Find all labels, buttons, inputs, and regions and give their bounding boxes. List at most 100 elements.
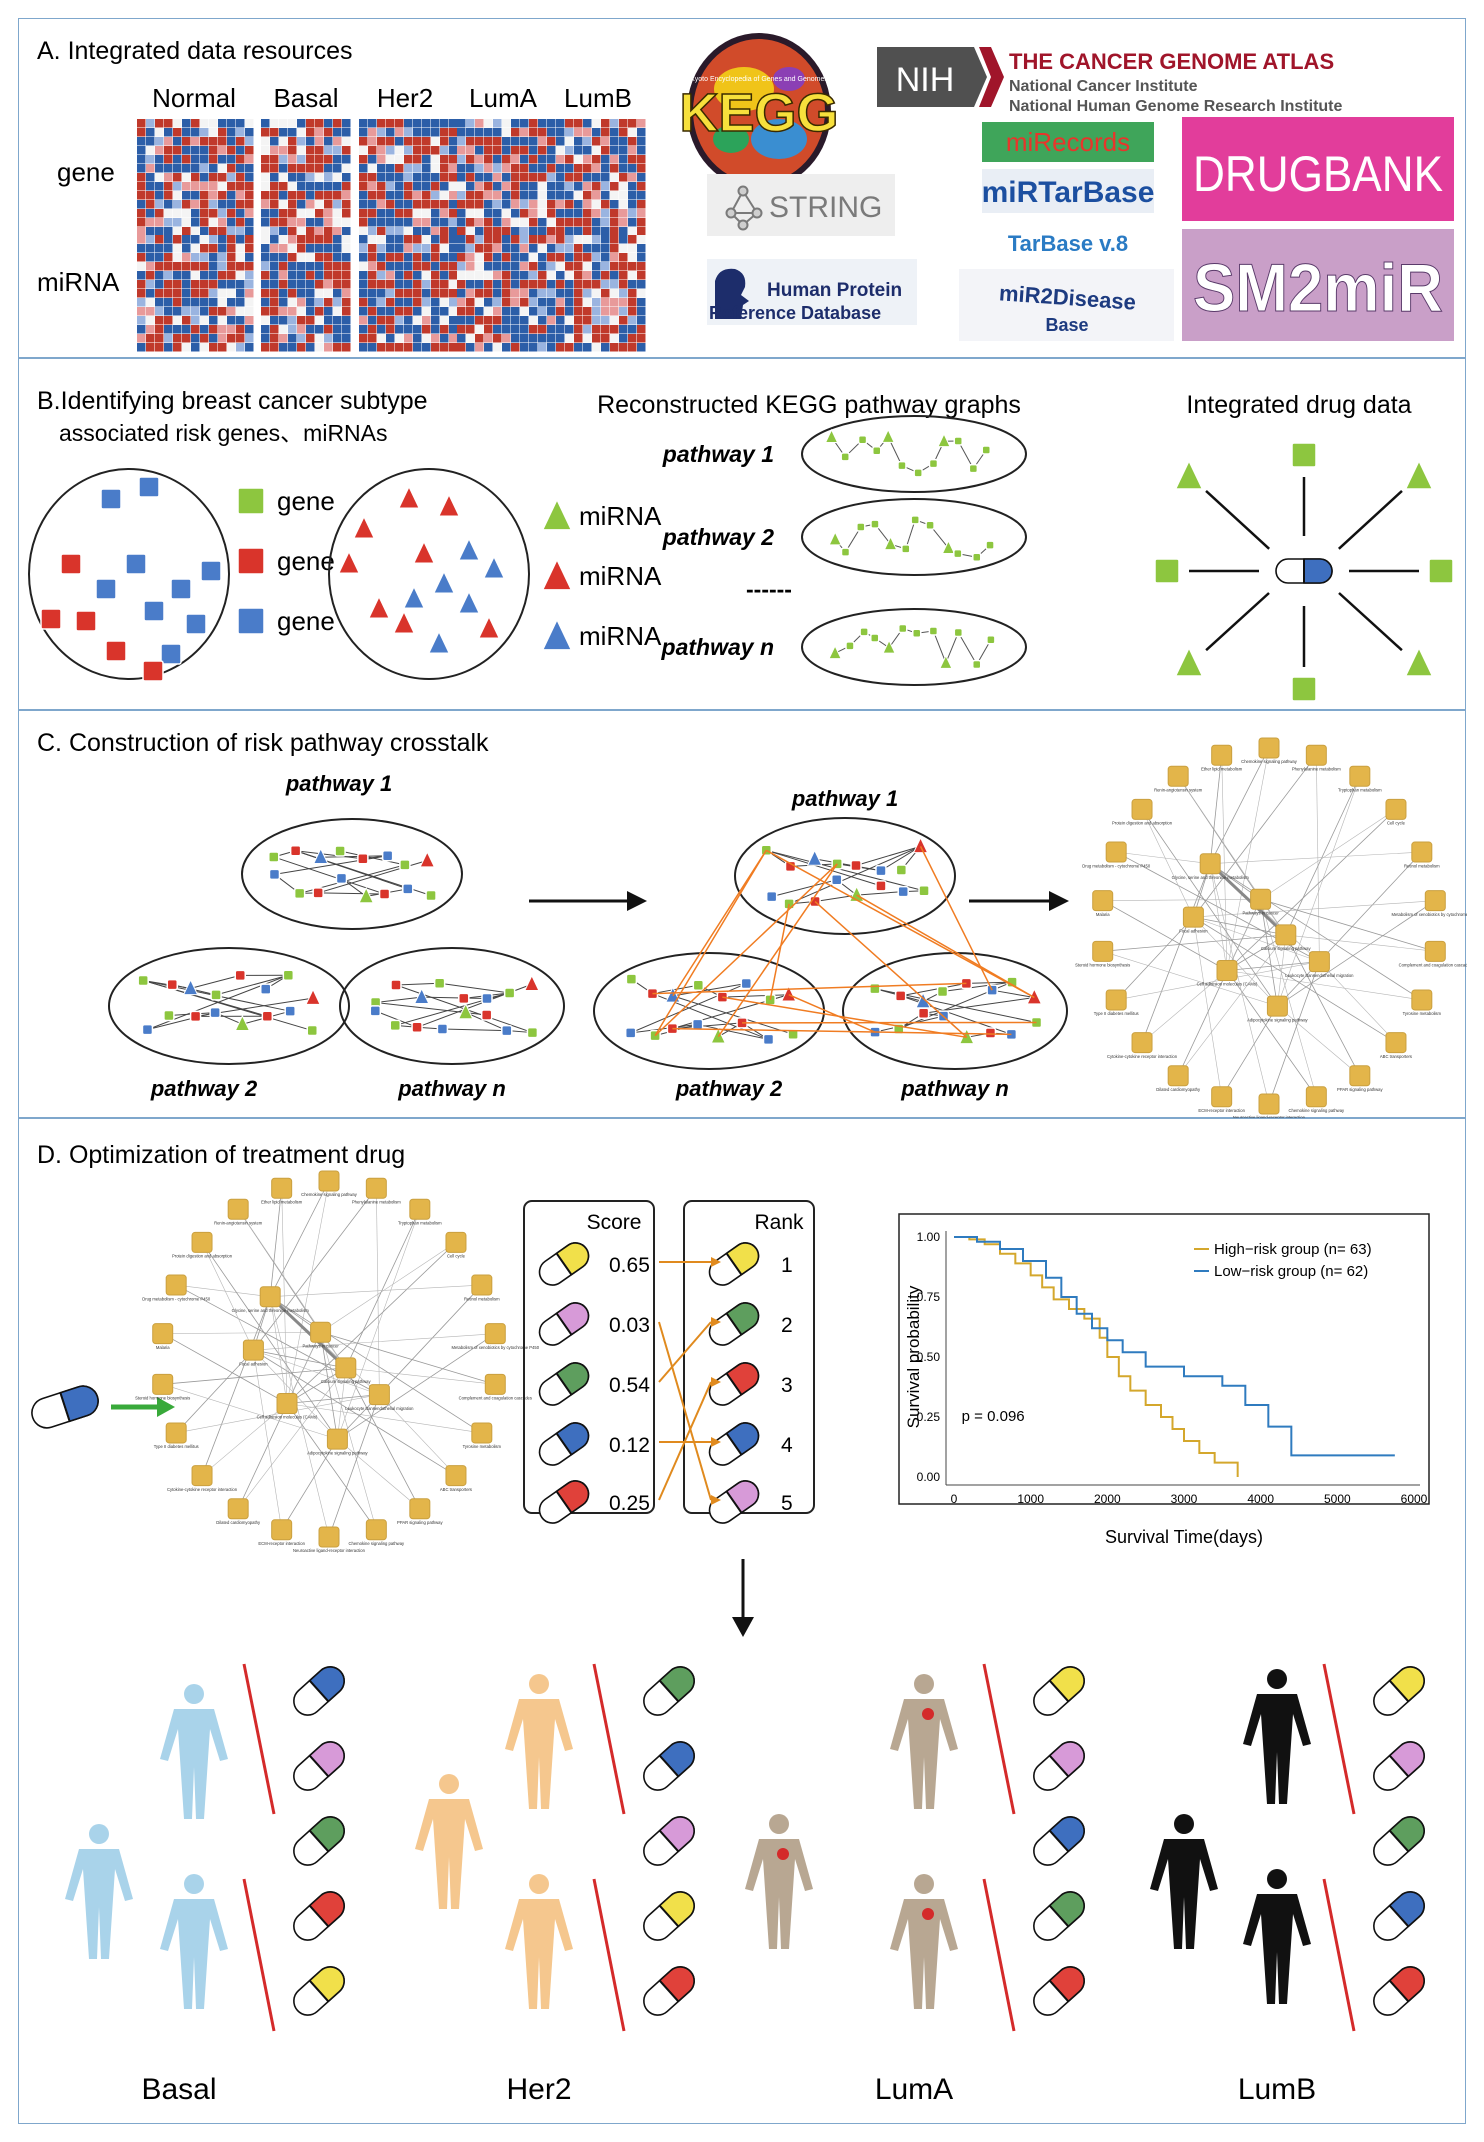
pathway-node: Tryptophan metabolism xyxy=(398,1198,442,1225)
rank-header: Rank xyxy=(754,1211,804,1234)
drug-pill-icon xyxy=(293,1816,345,1866)
y-tick-label: 0.50 xyxy=(917,1350,941,1364)
panel-c: C. Construction of risk pathway crosstal… xyxy=(18,710,1480,1120)
pathway-node-label: Calcium signaling pathway xyxy=(1261,946,1311,951)
pathway-node-label: ABC transporters xyxy=(440,1487,472,1492)
subtype-group: LumB xyxy=(1150,1663,1425,2106)
x-tick-label: 2000 xyxy=(1094,1492,1121,1506)
score-value: 0.54 xyxy=(609,1374,650,1397)
heatmap-col-label: Basal xyxy=(273,83,338,113)
pathway-node-label: Leukocyte transendothelial migration xyxy=(1285,973,1354,978)
pathway-node-label: Metabolism of xenobiotics by cytochrome … xyxy=(452,1345,540,1350)
pathway-node: Drug metabolism - cytochrome P450 xyxy=(1082,841,1151,868)
pathway-ellipse xyxy=(339,947,565,1065)
pathway-ellipse xyxy=(801,498,1027,576)
hprd-line2: Reference Database xyxy=(709,303,881,323)
mirna-set xyxy=(338,485,505,654)
arrow-down-icon xyxy=(732,1559,754,1637)
gene-legend-label: gene xyxy=(277,486,335,516)
pathway-node: Complement and coagulation cascades xyxy=(1399,940,1472,968)
drug-pill-icon xyxy=(1373,1816,1425,1866)
pathway-node: Cell adhesion molecules (CAMs) xyxy=(257,1393,318,1420)
gene-heatmap xyxy=(556,119,646,236)
pathway-node-label: Adipocytokine signaling pathway xyxy=(307,1450,368,1455)
pathway-node: Steroid hormone biosynthesis xyxy=(1075,940,1130,968)
subtype-label: LumB xyxy=(1238,2073,1316,2106)
pathway-node: Malaria xyxy=(1092,890,1114,917)
pathway-node-label: Cell adhesion molecules (CAMs) xyxy=(257,1415,318,1420)
heatmap-col-label: LumB xyxy=(564,83,632,113)
subtype-group: Her2 xyxy=(415,1663,695,2106)
crosstalk-network: Chemokine signaling pathway Phenylalanine… xyxy=(1075,737,1480,1120)
pathway-label: pathway 2 xyxy=(675,1076,783,1101)
pathway-node-label: ECM-receptor interaction xyxy=(1198,1108,1245,1113)
mirna-legend-label: miRNA xyxy=(579,621,662,651)
drug-pill-icon xyxy=(1033,1741,1085,1791)
pathway-node-label: Pathways in cancer xyxy=(302,1344,339,1349)
survival-curve xyxy=(954,1236,1239,1477)
pathway-node: Ether lipid metabolism xyxy=(1201,744,1243,771)
hprd-line1: Human Protein xyxy=(767,280,902,301)
pathway-label: pathway 2 xyxy=(150,1076,258,1101)
tumor-marker xyxy=(922,1708,934,1720)
drug-data-title: Integrated drug data xyxy=(1186,391,1411,419)
mirna-legend-label: miRNA xyxy=(579,561,662,591)
p-value-annotation: p = 0.096 xyxy=(962,1408,1025,1425)
string-network-icon xyxy=(725,185,763,231)
pathway-node-label: Phenylalanine metabolism xyxy=(1292,766,1341,771)
arrow-right-icon xyxy=(529,891,647,911)
pathway-node: Ether lipid metabolism xyxy=(261,1177,303,1204)
rank-arrows xyxy=(658,1257,721,1505)
pathway-node: Steroid hormone biosynthesis xyxy=(135,1373,190,1401)
pathway-node: PPAR signaling pathway xyxy=(397,1498,444,1525)
pathway-node-label: Neuroactive ligand-receptor interaction xyxy=(293,1548,366,1553)
pathway-node-label: PPAR signaling pathway xyxy=(1337,1087,1383,1092)
pathway-node: Dilated cardiomyopathy xyxy=(1156,1065,1201,1092)
pathway-label: pathway n xyxy=(397,1076,506,1101)
rank-value: 4 xyxy=(781,1434,793,1457)
pathway-node-label: Cell cycle xyxy=(1387,821,1406,826)
drug-pill-icon xyxy=(538,1480,590,1524)
pathway-node: Focal adhesion xyxy=(1179,906,1208,933)
green-arrow-icon xyxy=(111,1397,175,1417)
string-logo-text: STRING xyxy=(769,191,882,224)
panel-d-canvas: D. Optimization of treatment drug Chemok… xyxy=(31,1141,1430,2106)
drug-pill-icon xyxy=(1373,1891,1425,1941)
drug-hub xyxy=(1154,442,1454,702)
pathway-node-label: Leukocyte transendothelial migration xyxy=(345,1406,414,1411)
pathway-node-label: Drug metabolism - cytochrome P450 xyxy=(142,1296,211,1301)
pathway-node: Protein digestion and absorption xyxy=(172,1231,233,1259)
human-figure-icon xyxy=(1243,1869,1311,2004)
drug-pill-icon xyxy=(708,1302,760,1346)
network-edges xyxy=(162,1180,496,1538)
pathway-node: Metabolism of xenobiotics by cytochrome … xyxy=(1392,890,1480,917)
pathway-node-label: Chemokine signaling pathway xyxy=(1289,1108,1346,1113)
pathway-node-label: Glycine, serine and threonine metabolism xyxy=(1172,875,1250,880)
pathway-ellipse xyxy=(734,817,956,935)
mirtarbase-logo: miRTarBase xyxy=(982,169,1154,213)
drugbank-text: DRUGBANK xyxy=(1193,146,1443,202)
x-tick-label: 1000 xyxy=(1017,1492,1044,1506)
pathway-node-label: Protein digestion and absorption xyxy=(1112,821,1173,826)
panel-d-title: D. Optimization of treatment drug xyxy=(37,1141,405,1169)
pathway-node: Calcium signaling pathway xyxy=(321,1357,371,1384)
gene-heatmap xyxy=(457,119,556,236)
mir2disease-base: Base xyxy=(1045,315,1088,335)
pathway-graph xyxy=(268,845,437,904)
pathway-node-label: Type II diabetes mellitus xyxy=(1094,1011,1139,1016)
rank-value: 2 xyxy=(781,1314,793,1337)
mirna-heatmap xyxy=(261,235,351,352)
pathway-graph xyxy=(828,515,995,562)
pathway-node-label: Chemokine signaling pathway xyxy=(301,1192,358,1197)
pathway-graph xyxy=(824,428,991,478)
rank-box xyxy=(683,1200,815,1514)
drug-pill-icon xyxy=(708,1242,760,1286)
pathway-node-label: Pathways in cancer xyxy=(1242,911,1279,916)
pathway-ellipse xyxy=(801,608,1027,686)
pathway-node-label: Tryptophan metabolism xyxy=(1338,787,1382,792)
